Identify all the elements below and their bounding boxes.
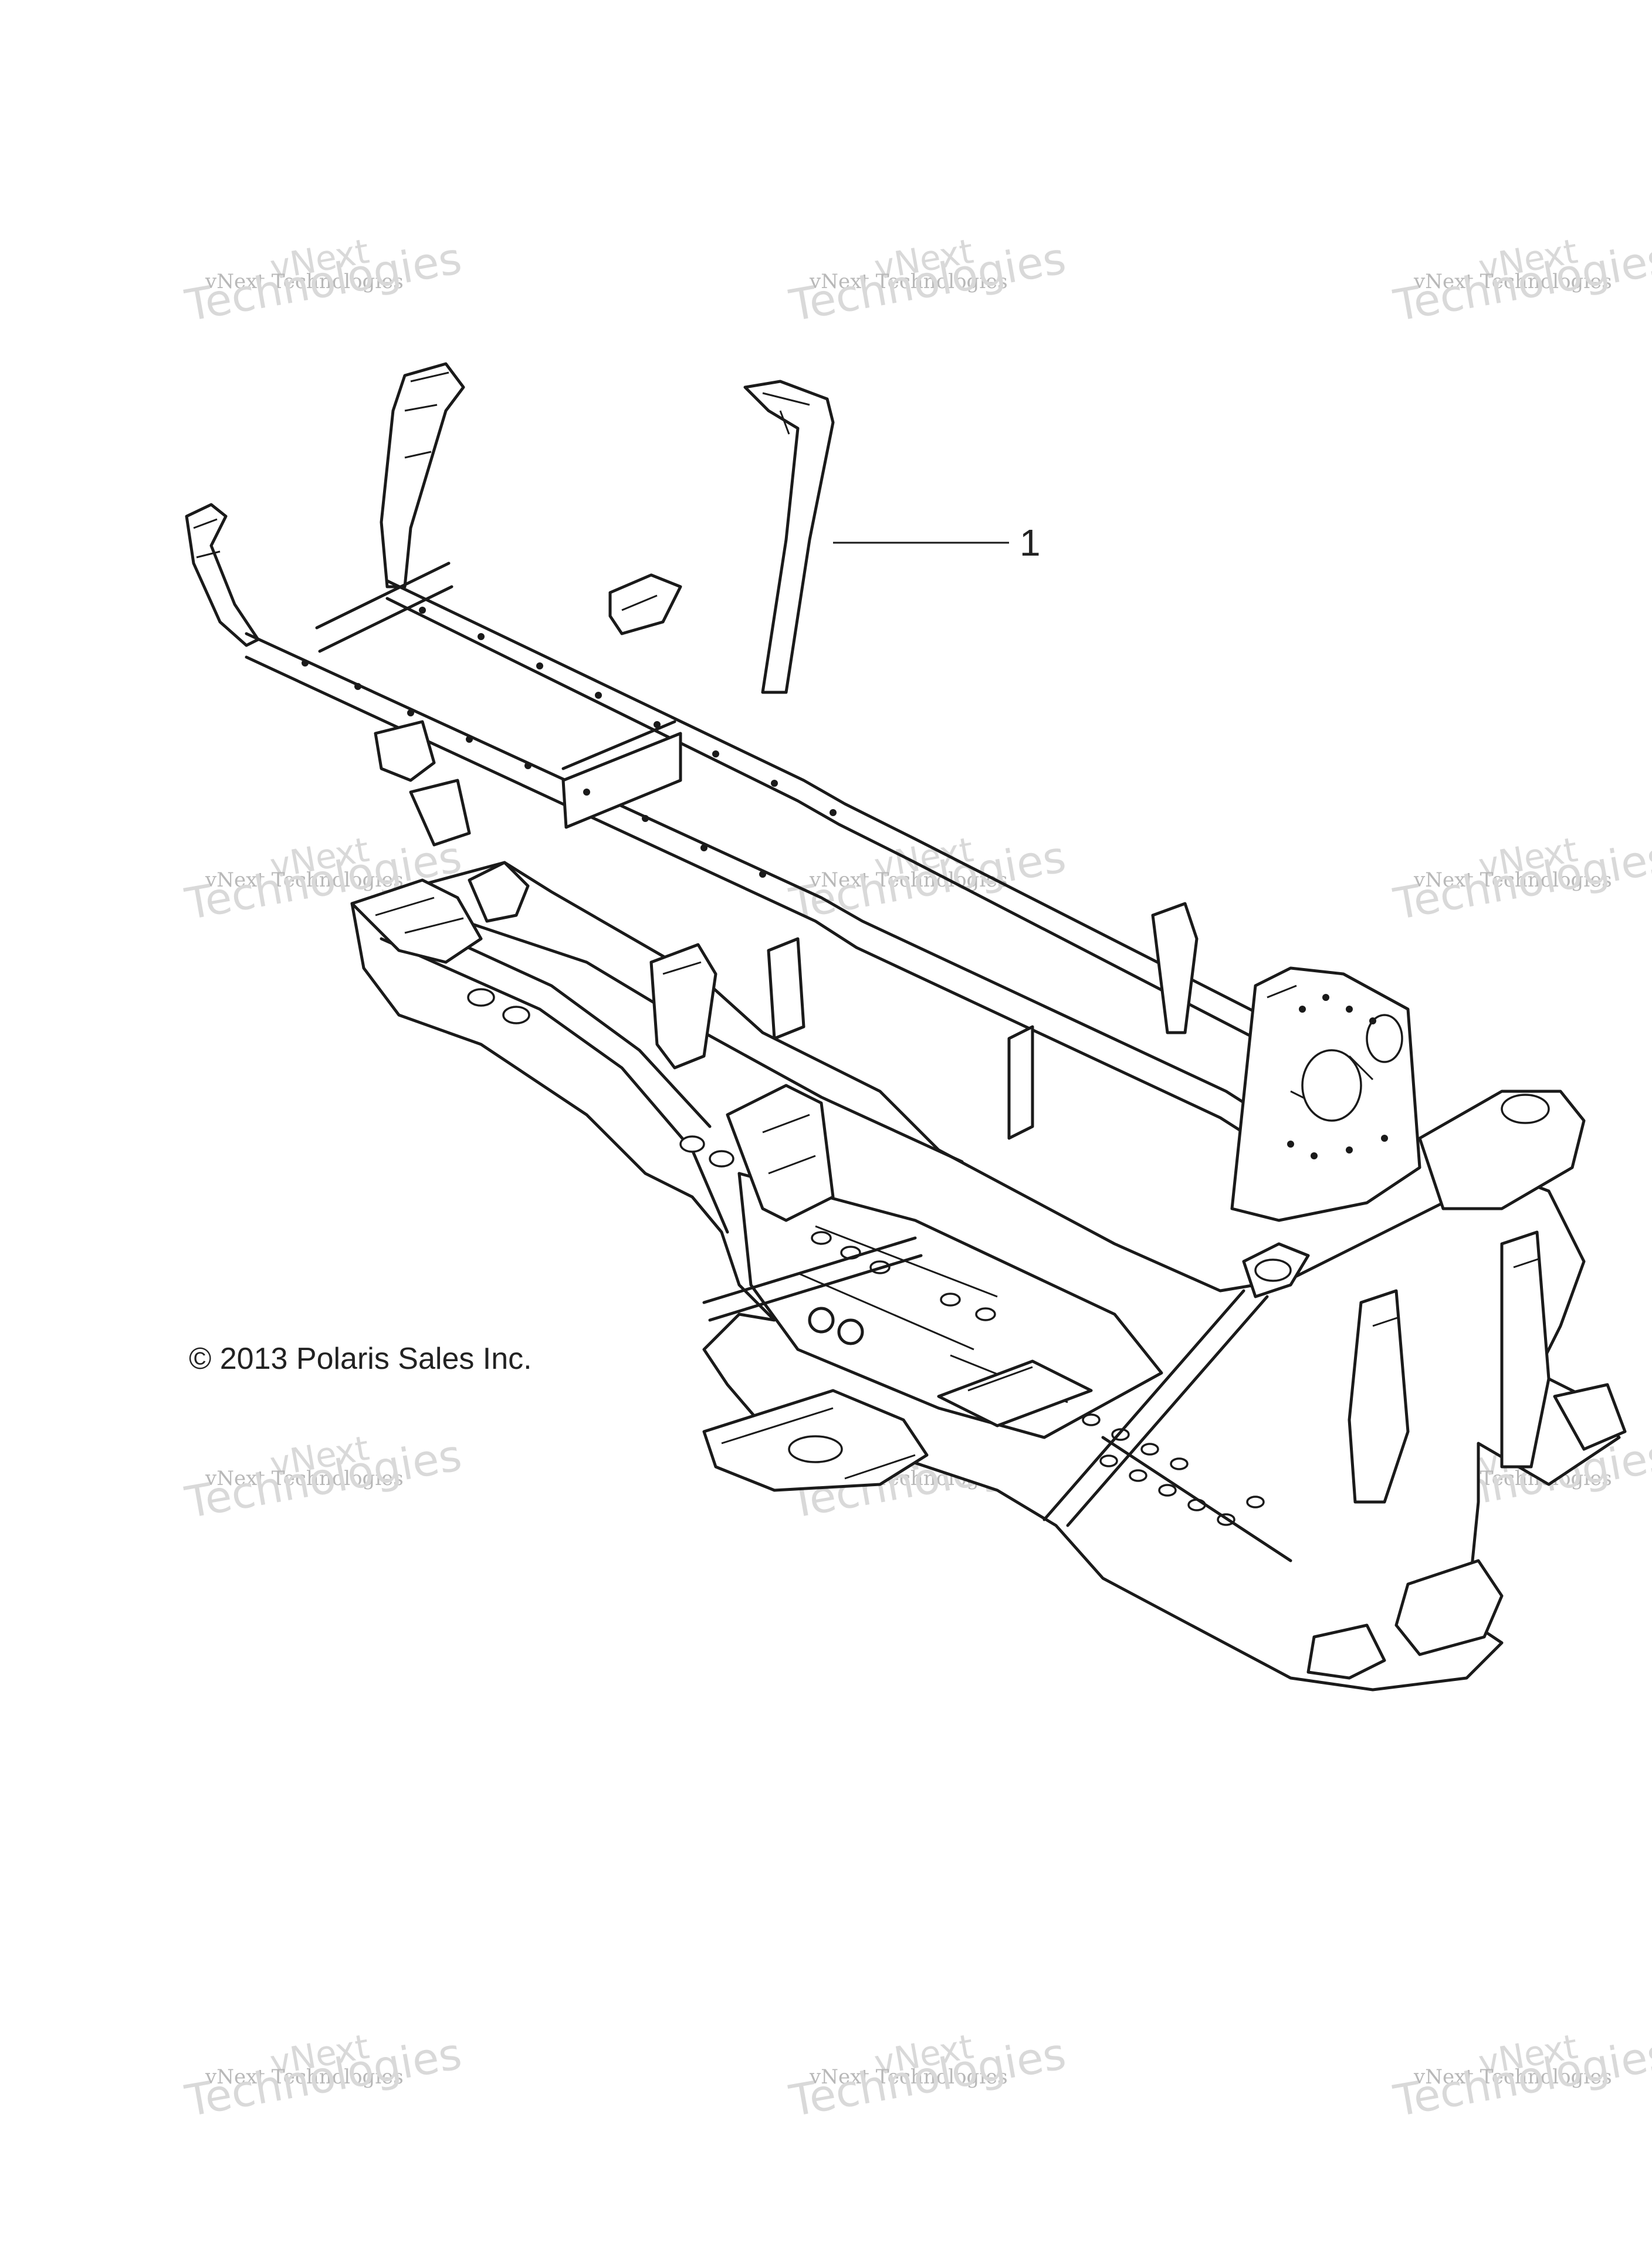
watermark-small: vNext Technologies bbox=[205, 270, 404, 293]
watermark: vNext vNext Technologies Technologies bbox=[182, 2027, 465, 2159]
watermark: vNext vNext Technologies Technologies bbox=[1390, 231, 1652, 364]
watermark: vNext vNext Technologies Technologies bbox=[786, 2027, 1069, 2159]
watermark-small: vNext Technologies bbox=[810, 270, 1008, 293]
rail-holes bbox=[302, 607, 837, 878]
watermark-small: vNext Technologies bbox=[1414, 868, 1612, 892]
watermark: vNext vNext Technologies Technologies bbox=[786, 231, 1069, 364]
floor-holes bbox=[467, 988, 1265, 1526]
plate-holes bbox=[1287, 994, 1388, 1159]
watermark: vNext vNext Technologies Technologies bbox=[182, 830, 465, 962]
watermark: vNext vNext Technologies Technologies bbox=[1390, 2027, 1652, 2159]
watermark-small: vNext Technologies bbox=[205, 1467, 404, 1490]
watermark: vNext vNext Technologies Technologies bbox=[182, 1428, 465, 1561]
watermark: vNext vNext Technologies Technologies bbox=[182, 231, 465, 364]
copyright-text: © 2013 Polaris Sales Inc. bbox=[189, 1342, 532, 1376]
watermark-small: vNext Technologies bbox=[1414, 270, 1612, 293]
watermark: vNext vNext Technologies Technologies bbox=[786, 830, 1069, 962]
watermark-small: vNext Technologies bbox=[205, 2065, 404, 2089]
lower-chassis bbox=[350, 861, 1627, 1692]
watermark-small: vNext Technologies bbox=[810, 868, 1008, 892]
watermark: vNext vNext Technologies Technologies bbox=[1390, 830, 1652, 962]
watermark-small: vNext Technologies bbox=[205, 868, 404, 892]
callout-label-1: 1 bbox=[1020, 522, 1041, 564]
watermark-small: vNext Technologies bbox=[810, 2065, 1008, 2089]
watermark-small: vNext Technologies bbox=[1414, 2065, 1612, 2089]
